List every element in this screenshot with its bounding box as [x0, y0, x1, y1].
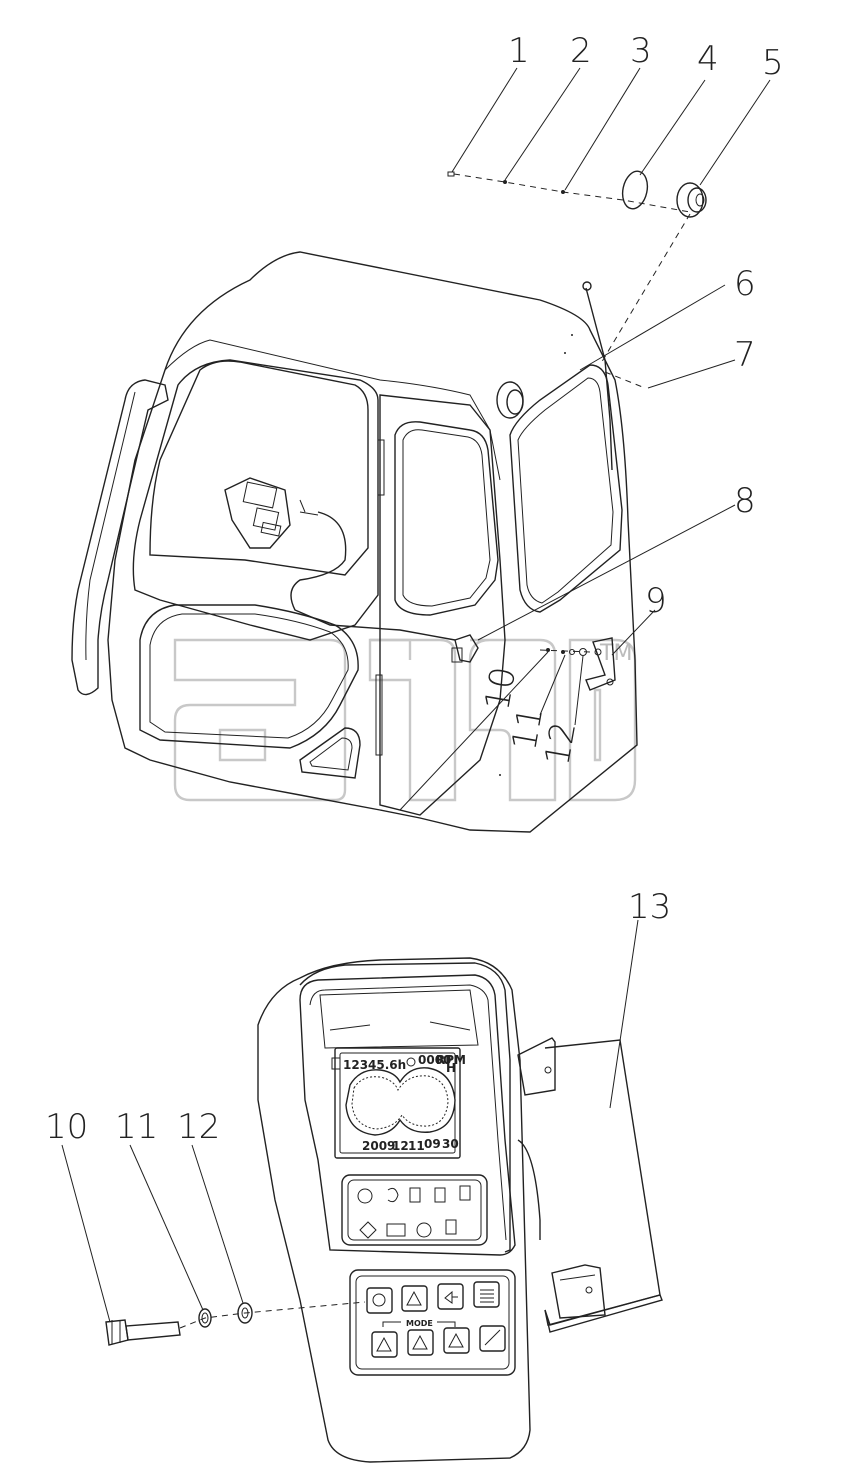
callout-2: 2 — [570, 31, 592, 71]
lcd-rpm-unit: RPM — [436, 1053, 466, 1067]
part-13-bracket — [517, 1037, 663, 1333]
key-up[interactable] — [401, 1285, 428, 1312]
callout-4: 4 — [697, 39, 719, 79]
lcd-screen: 12345.6h 0000 RPM H 2009 12 11 09 30 — [331, 1053, 466, 1153]
part-2-washer — [503, 180, 507, 184]
engine-oil-icon — [357, 1188, 373, 1204]
indicator-panel — [341, 1174, 488, 1246]
top-callout-labels: 1 2 3 4 5 6 7 8 9 10 11 12 — [477, 31, 783, 768]
keypad-mode-label: MODE — [406, 1319, 433, 1328]
callout-8: 8 — [734, 481, 756, 521]
lcd-rpm: 0000 — [418, 1053, 451, 1067]
filter-icon — [409, 1187, 421, 1203]
fuel-filter-icon — [434, 1187, 446, 1203]
part-5-grommet — [676, 182, 707, 218]
key-mode-3[interactable] — [443, 1327, 470, 1354]
keypad: MODE — [349, 1269, 516, 1376]
part-1-bolt — [447, 171, 455, 177]
key-wiper[interactable] — [479, 1325, 506, 1352]
part-11-lockwasher — [198, 1308, 212, 1328]
part-4-cover-disc — [621, 170, 649, 210]
callout-7: 7 — [734, 335, 756, 375]
callout-13: 13 — [628, 887, 671, 927]
callout-12-bottom: 12 — [177, 1107, 220, 1147]
hydraulic-icon — [445, 1219, 457, 1235]
part-10-bolt — [105, 1319, 181, 1346]
callout-10-top: 10 — [477, 664, 524, 714]
watermark-trademark: TM — [599, 641, 632, 666]
lcd-date-month: 12 — [392, 1139, 409, 1153]
cab-assembly — [71, 251, 638, 833]
work-lamp — [496, 381, 524, 419]
preheat-icon — [359, 1221, 377, 1239]
brake-icon — [416, 1222, 432, 1238]
callout-9: 9 — [645, 581, 667, 621]
cab-bracket-parts — [539, 637, 616, 691]
top-hardware-parts — [447, 170, 707, 389]
callout-10-bottom: 10 — [45, 1107, 88, 1147]
lcd-date-day: 11 — [408, 1139, 425, 1153]
watermark-logo: TM — [173, 638, 637, 802]
leader-lines — [399, 67, 771, 811]
bottom-callout-labels: 13 10 11 12 — [45, 887, 671, 1147]
lcd-time-hour: 09 — [424, 1137, 441, 1151]
part-8-connector — [451, 634, 479, 663]
lcd-mode-letter: H — [446, 1061, 456, 1075]
key-mode-1[interactable] — [371, 1331, 398, 1358]
coolant-icon — [387, 1187, 399, 1203]
callout-3: 3 — [630, 31, 652, 71]
key-back[interactable] — [437, 1283, 464, 1310]
battery-icon — [386, 1223, 406, 1237]
lcd-time-minute: 30 — [442, 1137, 459, 1151]
callout-12-top: 12 — [537, 719, 584, 769]
fuel-level-icon — [459, 1185, 471, 1201]
callout-5: 5 — [762, 43, 784, 83]
callout-6: 6 — [734, 264, 756, 304]
key-menu[interactable] — [473, 1281, 500, 1308]
key-mode-2[interactable] — [407, 1329, 434, 1356]
wiper-controller-module — [224, 477, 456, 641]
callout-1: 1 — [508, 31, 530, 71]
monitor-mounting-hardware — [61, 919, 639, 1346]
key-home[interactable] — [366, 1287, 393, 1314]
callout-11-bottom: 11 — [115, 1107, 158, 1147]
callout-11-top: 11 — [504, 704, 551, 754]
lcd-date-year: 2009 — [362, 1139, 395, 1153]
monitor-assembly: 12345.6h 0000 RPM H 2009 12 11 09 30 — [257, 957, 663, 1463]
lcd-hours: 12345.6h — [343, 1058, 406, 1072]
